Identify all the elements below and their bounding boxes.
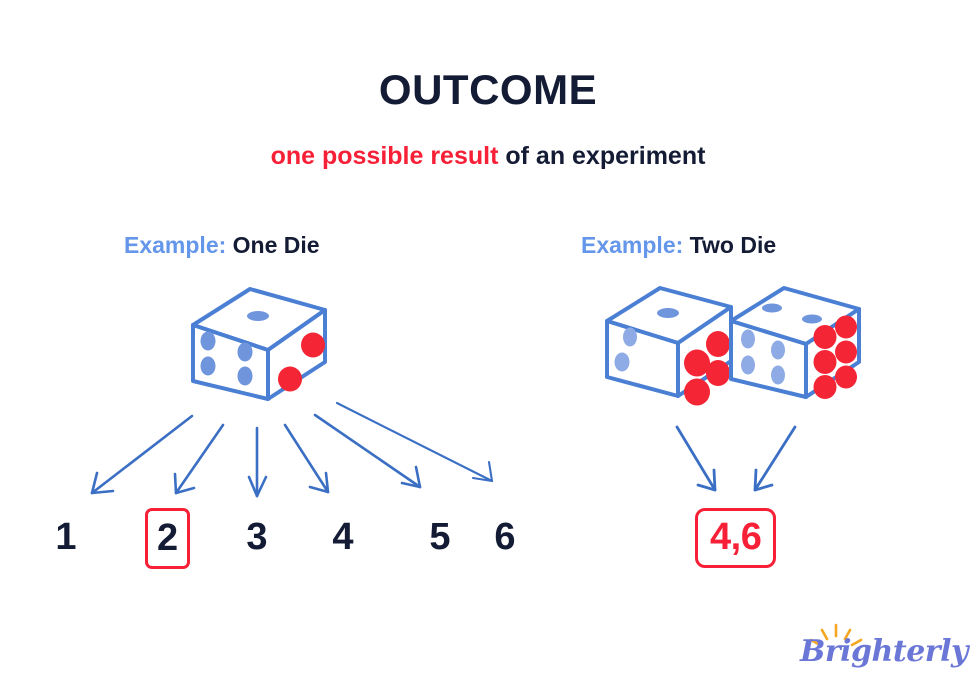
- subtitle-rest: of an experiment: [498, 142, 706, 170]
- subtitle-highlight: one possible result: [270, 142, 499, 170]
- outcome-arrows-one-die: [90, 401, 494, 498]
- die2-left-pip: [623, 327, 637, 347]
- die1-left-pip: [237, 342, 253, 362]
- die3-left-pip: [771, 340, 785, 360]
- die3-left-pip: [741, 329, 755, 349]
- die3-top-face: [729, 286, 861, 346]
- die3-left-face: [729, 319, 808, 399]
- outcome-number-2-highlighted[interactable]: 2: [145, 508, 191, 569]
- page-subtitle: one possible result of an experiment: [0, 142, 976, 171]
- example-one-label: One Die: [232, 232, 320, 258]
- die2-front-pip: [684, 349, 710, 377]
- outcome-pair-highlighted[interactable]: 4,6: [695, 508, 777, 568]
- brand-logo[interactable]: Brighterly: [800, 622, 968, 680]
- outcome-number-1[interactable]: 1: [55, 516, 77, 558]
- page-title: OUTCOME: [378, 66, 598, 113]
- die1-left-face: [191, 323, 270, 401]
- die2-front-pip: [706, 360, 730, 386]
- die3-left-pip: [741, 355, 755, 375]
- die1-top-pip: [247, 311, 269, 321]
- example-one-die-heading: Example: One Die: [124, 232, 320, 259]
- die3-top-pip: [762, 303, 782, 313]
- die2-top-face: [605, 286, 733, 345]
- die2-front-face: [676, 305, 733, 398]
- die2-top-pip: [657, 308, 679, 318]
- die3-front-pip: [813, 375, 837, 399]
- example-two-prefix: Example:: [581, 232, 684, 258]
- pair-die-left: [605, 286, 733, 406]
- arrow-to-4: [283, 423, 330, 494]
- die3-front-pip: [813, 325, 837, 349]
- die2-left-face: [605, 319, 680, 398]
- brand-wordmark: Brighterly: [800, 634, 968, 669]
- arrow-pair-right: [753, 425, 797, 492]
- example-two-label: Two Die: [689, 232, 777, 258]
- die1-front-pip: [301, 332, 325, 358]
- arrow-to-5: [313, 413, 422, 489]
- die3-front-pip: [835, 315, 857, 339]
- die1-left-pip: [200, 331, 216, 351]
- die3-front-pip: [813, 350, 837, 374]
- example-one-prefix: Example:: [124, 232, 227, 258]
- die1-left-pip: [200, 356, 216, 376]
- outcome-number-6[interactable]: 6: [494, 516, 516, 558]
- die2-front-pip: [706, 331, 730, 357]
- die1-front-face: [266, 308, 327, 401]
- die3-front-face: [804, 307, 861, 399]
- arrow-to-6: [335, 401, 494, 483]
- outcome-arrows-two-die: [675, 425, 797, 492]
- die3-left-pip: [771, 365, 785, 385]
- die2-left-pip: [614, 352, 630, 372]
- die3-front-pip: [835, 340, 857, 364]
- arrow-to-3: [247, 426, 268, 498]
- die1-left-pip: [237, 366, 253, 386]
- outcome-number-3[interactable]: 3: [246, 516, 268, 558]
- die1-front-pip: [278, 366, 302, 392]
- die3-top-pip: [802, 314, 822, 324]
- die1-top-face: [191, 287, 327, 352]
- outcome-number-4[interactable]: 4: [332, 516, 354, 558]
- arrow-pair-left: [675, 425, 717, 492]
- arrow-to-1: [90, 414, 194, 495]
- arrow-to-2: [173, 423, 225, 495]
- die3-front-pip: [835, 365, 857, 389]
- die2-front-pip: [684, 378, 710, 406]
- example-two-die-heading: Example: Two Die: [581, 232, 776, 259]
- single-die: [191, 287, 327, 401]
- pair-die-right: [729, 286, 861, 399]
- outcome-number-5[interactable]: 5: [429, 516, 451, 558]
